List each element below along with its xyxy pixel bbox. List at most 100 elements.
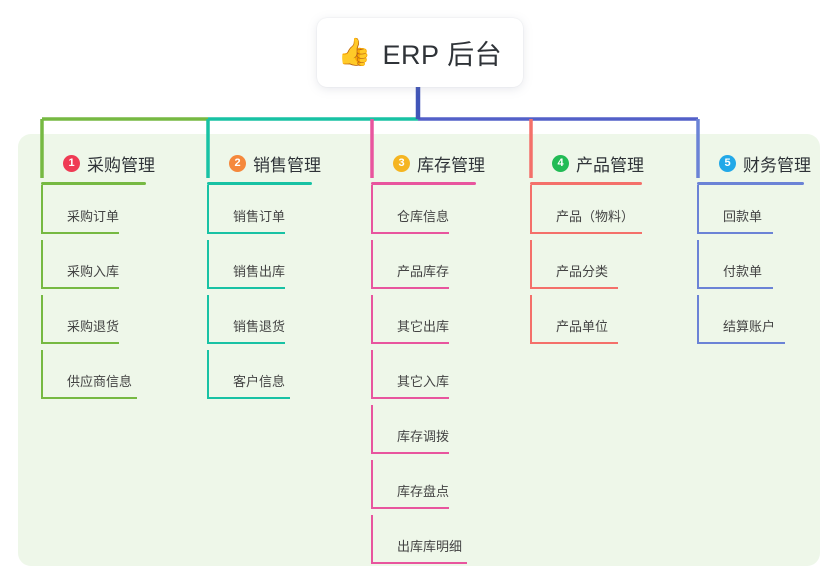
leaf-connector (371, 295, 373, 342)
list-item[interactable]: 采购订单 (41, 185, 146, 240)
list-item[interactable]: 销售退货 (207, 295, 312, 350)
leaf-label: 出库库明细 (397, 539, 463, 554)
list-item[interactable]: 采购退货 (41, 295, 146, 350)
leaf-label: 采购退货 (67, 319, 120, 334)
leaf-underline (530, 342, 618, 344)
list-item[interactable]: 付款单 (697, 240, 804, 295)
branch-header-1[interactable]: 1 采购管理 (41, 148, 155, 178)
leaf-connector (371, 185, 373, 232)
leaf-underline (371, 342, 449, 344)
leaf-label: 产品单位 (556, 319, 609, 334)
branch-header-4[interactable]: 4 产品管理 (530, 148, 644, 178)
branch-underline-1 (41, 182, 146, 185)
leaf-label: 仓库信息 (397, 209, 450, 224)
list-item[interactable]: 客户信息 (207, 350, 312, 405)
list-item[interactable]: 仓库信息 (371, 185, 476, 240)
branch-badge-4: 4 (552, 154, 569, 172)
branch-badge-2: 2 (229, 154, 246, 172)
branch-badge-3: 3 (393, 154, 410, 172)
leaf-connector (207, 295, 209, 342)
leaf-connector (41, 350, 43, 397)
list-item[interactable]: 产品库存 (371, 240, 476, 295)
leaf-underline (697, 342, 785, 344)
root-title: ERP 后台 (382, 40, 503, 70)
leaf-label: 库存盘点 (397, 484, 450, 499)
leaf-underline (371, 397, 449, 399)
branch-title-1: 采购管理 (87, 155, 155, 175)
leaf-underline (371, 287, 449, 289)
leaf-underline (371, 232, 449, 234)
leaf-underline (530, 232, 642, 234)
leaf-label: 产品库存 (397, 264, 450, 279)
leaf-underline (697, 232, 773, 234)
leaf-label: 销售退货 (233, 319, 286, 334)
thumbs-up-icon: 👍 (337, 37, 372, 68)
leaf-label: 销售订单 (233, 209, 286, 224)
leaf-connector (41, 185, 43, 232)
leaf-underline (530, 287, 618, 289)
branch-column-2: 2 销售管理销售订单销售出库销售退货客户信息 (207, 148, 321, 405)
branch-title-4: 产品管理 (576, 155, 644, 175)
root-node[interactable]: 👍 ERP 后台 (317, 18, 523, 87)
leaf-label: 结算账户 (723, 319, 776, 334)
branch-underline-4 (530, 182, 642, 185)
leaf-connector (697, 185, 699, 232)
leaf-underline (207, 232, 285, 234)
leaf-underline (41, 342, 119, 344)
leaf-label: 其它出库 (397, 319, 450, 334)
leaf-connector (697, 295, 699, 342)
leaf-label: 采购入库 (67, 264, 120, 279)
branch-title-2: 销售管理 (253, 155, 321, 175)
list-item[interactable]: 产品单位 (530, 295, 642, 350)
leaf-connector (530, 295, 532, 342)
branch-underline-3 (371, 182, 476, 185)
branch-column-1: 1 采购管理采购订单采购入库采购退货供应商信息 (41, 148, 155, 405)
leaf-connector (207, 350, 209, 397)
branch-header-2[interactable]: 2 销售管理 (207, 148, 321, 178)
leaf-label: 付款单 (723, 264, 763, 279)
leaf-connector (371, 240, 373, 287)
leaf-connector (41, 240, 43, 287)
branch-underline-2 (207, 182, 312, 185)
branch-badge-1: 1 (63, 154, 80, 172)
leaf-underline (371, 562, 467, 564)
list-item[interactable]: 出库库明细 (371, 515, 476, 570)
leaf-underline (41, 397, 137, 399)
list-item[interactable]: 库存调拨 (371, 405, 476, 460)
leaf-connector (207, 185, 209, 232)
leaf-label: 库存调拨 (397, 429, 450, 444)
leaf-underline (697, 287, 773, 289)
leaf-connector (371, 515, 373, 562)
leaf-connector (207, 240, 209, 287)
list-item[interactable]: 其它出库 (371, 295, 476, 350)
list-item[interactable]: 供应商信息 (41, 350, 146, 405)
list-item[interactable]: 其它入库 (371, 350, 476, 405)
leaf-underline (207, 342, 285, 344)
leaf-connector (530, 185, 532, 232)
branch-underline-5 (697, 182, 804, 185)
list-item[interactable]: 产品（物料） (530, 185, 642, 240)
leaf-label: 采购订单 (67, 209, 120, 224)
list-item[interactable]: 产品分类 (530, 240, 642, 295)
leaf-connector (530, 240, 532, 287)
list-item[interactable]: 销售出库 (207, 240, 312, 295)
leaf-underline (371, 452, 449, 454)
leaf-underline (41, 232, 119, 234)
list-item[interactable]: 销售订单 (207, 185, 312, 240)
leaf-underline (41, 287, 119, 289)
list-item[interactable]: 采购入库 (41, 240, 146, 295)
branch-header-3[interactable]: 3 库存管理 (371, 148, 485, 178)
leaf-label: 回款单 (723, 209, 763, 224)
leaf-label: 客户信息 (233, 374, 286, 389)
leaf-connector (41, 295, 43, 342)
branch-title-3: 库存管理 (417, 155, 485, 175)
leaf-underline (371, 507, 449, 509)
branch-badge-5: 5 (719, 154, 736, 172)
leaf-connector (371, 350, 373, 397)
list-item[interactable]: 结算账户 (697, 295, 804, 350)
list-item[interactable]: 库存盘点 (371, 460, 476, 515)
leaf-label: 销售出库 (233, 264, 286, 279)
list-item[interactable]: 回款单 (697, 185, 804, 240)
